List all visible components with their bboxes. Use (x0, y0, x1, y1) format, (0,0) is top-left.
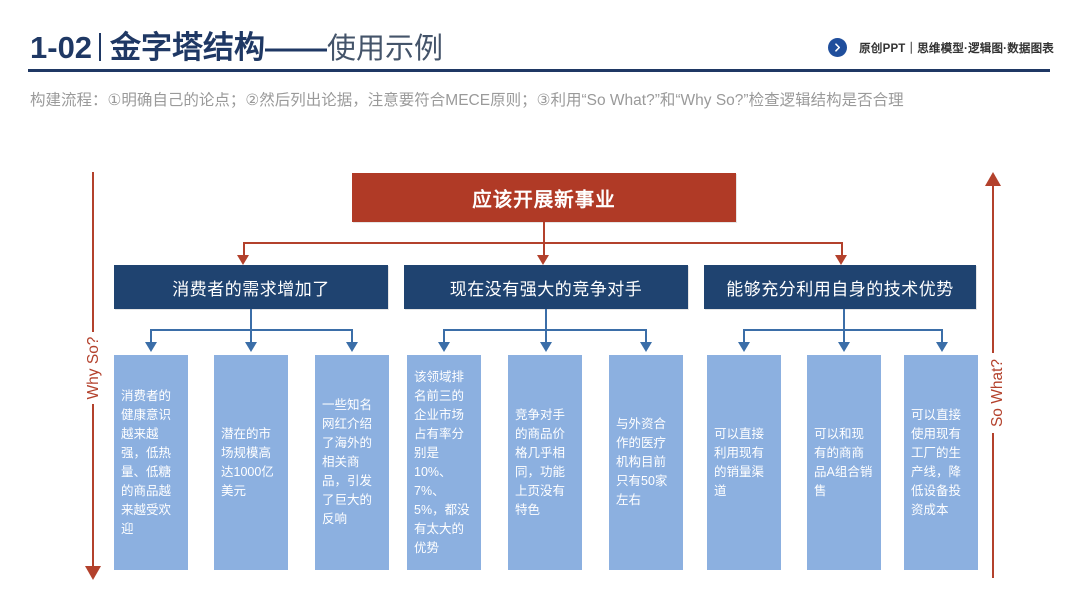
connector-drop-1 (243, 242, 245, 256)
evidence-text: 可以直接利用现有的销量渠道 (714, 426, 765, 498)
branch-arrowhead-2-2 (540, 342, 552, 352)
branch-drop-3-3 (941, 329, 943, 343)
evidence-text: 一些知名网红介绍了海外的相关商品，引发了巨大的反响 (322, 398, 373, 526)
branch-drop-2-3 (645, 329, 647, 343)
evidence-column[interactable]: 消费者的健康意识越来越强，低热量、低糖的商品越来越受欢迎 (114, 355, 188, 570)
branch-stem-3 (843, 309, 845, 330)
slide-header: 1-02 金字塔结构—— 使用示例 原创PPT｜思维模型·逻辑图·数据图表 (0, 0, 1080, 76)
branch-drop-3-2 (843, 329, 845, 343)
branch-bus-2 (443, 329, 646, 331)
evidence-text: 潜在的市场规模高达1000亿美元 (221, 426, 274, 498)
title-number: 1-02 (30, 30, 93, 65)
chevron-right-circle-icon (828, 38, 848, 57)
branch-arrowhead-3-2 (838, 342, 850, 352)
branch-bus-3 (743, 329, 942, 331)
why-so-arrow-head (85, 566, 101, 580)
branch-stem-2 (545, 309, 547, 330)
branch-arrowhead-2-3 (640, 342, 652, 352)
evidence-text: 可以直接使用现有工厂的生产线，降低设备投资成本 (911, 407, 962, 517)
evidence-column[interactable]: 可以直接使用现有工厂的生产线，降低设备投资成本 (904, 355, 978, 570)
connector-bus (243, 242, 842, 244)
branch-heading-3[interactable]: 能够充分利用自身的技术优势 (704, 265, 976, 309)
branch-heading-1[interactable]: 消费者的需求增加了 (114, 265, 388, 309)
connector-drop-3 (841, 242, 843, 256)
evidence-column[interactable]: 可以直接利用现有的销量渠道 (707, 355, 781, 570)
so-what-arrow-head (985, 172, 1001, 186)
title-divider (99, 33, 102, 61)
branch-arrowhead-2-1 (438, 342, 450, 352)
evidence-column[interactable]: 该领域排名前三的企业市场占有率分别是10%、7%、5%，都没有太大的优势 (407, 355, 481, 570)
connector-stem (543, 222, 545, 243)
branch-drop-1-2 (250, 329, 252, 343)
title-subtitle: 使用示例 (327, 33, 444, 65)
brand-badge: 原创PPT｜思维模型·逻辑图·数据图表 (828, 38, 1054, 57)
branch-drop-1-1 (150, 329, 152, 343)
evidence-text: 与外资合作的医疗机构目前只有50家左右 (616, 417, 668, 507)
evidence-column[interactable]: 可以和现有的商商品A组合销售 (807, 355, 881, 570)
branch-arrowhead-3-3 (936, 342, 948, 352)
evidence-text: 竞争对手的商品价格几乎相同，功能上页没有特色 (515, 407, 566, 517)
why-so-label: Why So? (81, 332, 107, 404)
branch-heading-2[interactable]: 现在没有强大的竞争对手 (404, 265, 688, 309)
branch-drop-1-3 (351, 329, 353, 343)
evidence-text: 可以和现有的商商品A组合销售 (814, 426, 873, 498)
connector-arrowhead-3 (835, 255, 847, 265)
brand-badge-text: 原创PPT｜思维模型·逻辑图·数据图表 (859, 42, 1054, 55)
page-title: 1-02 金字塔结构—— 使用示例 (30, 22, 443, 67)
evidence-column[interactable]: 潜在的市场规模高达1000亿美元 (214, 355, 288, 570)
branch-arrowhead-1-2 (245, 342, 257, 352)
branch-arrowhead-3-1 (738, 342, 750, 352)
process-description: 构建流程：①明确自己的论点；②然后列出论据，注意要符合MECE原则；③利用“So… (30, 92, 904, 109)
branch-drop-2-2 (545, 329, 547, 343)
branch-arrowhead-1-3 (346, 342, 358, 352)
connector-arrowhead-1 (237, 255, 249, 265)
conclusion-box[interactable]: 应该开展新事业 (352, 173, 736, 222)
evidence-column[interactable]: 竞争对手的商品价格几乎相同，功能上页没有特色 (508, 355, 582, 570)
branch-stem-1 (250, 309, 252, 330)
header-rule (28, 69, 1050, 72)
evidence-text: 消费者的健康意识越来越强，低热量、低糖的商品越来越受欢迎 (121, 388, 172, 536)
connector-drop-2 (543, 242, 545, 256)
title-main: 金字塔结构—— (110, 30, 328, 65)
branch-drop-3-1 (743, 329, 745, 343)
evidence-column[interactable]: 一些知名网红介绍了海外的相关商品，引发了巨大的反响 (315, 355, 389, 570)
evidence-text: 该领域排名前三的企业市场占有率分别是10%、7%、5%，都没有太大的优势 (414, 369, 470, 555)
branch-drop-2-1 (443, 329, 445, 343)
connector-arrowhead-2 (537, 255, 549, 265)
evidence-column[interactable]: 与外资合作的医疗机构目前只有50家左右 (609, 355, 683, 570)
branch-arrowhead-1-1 (145, 342, 157, 352)
so-what-label: So What? (985, 353, 1011, 433)
